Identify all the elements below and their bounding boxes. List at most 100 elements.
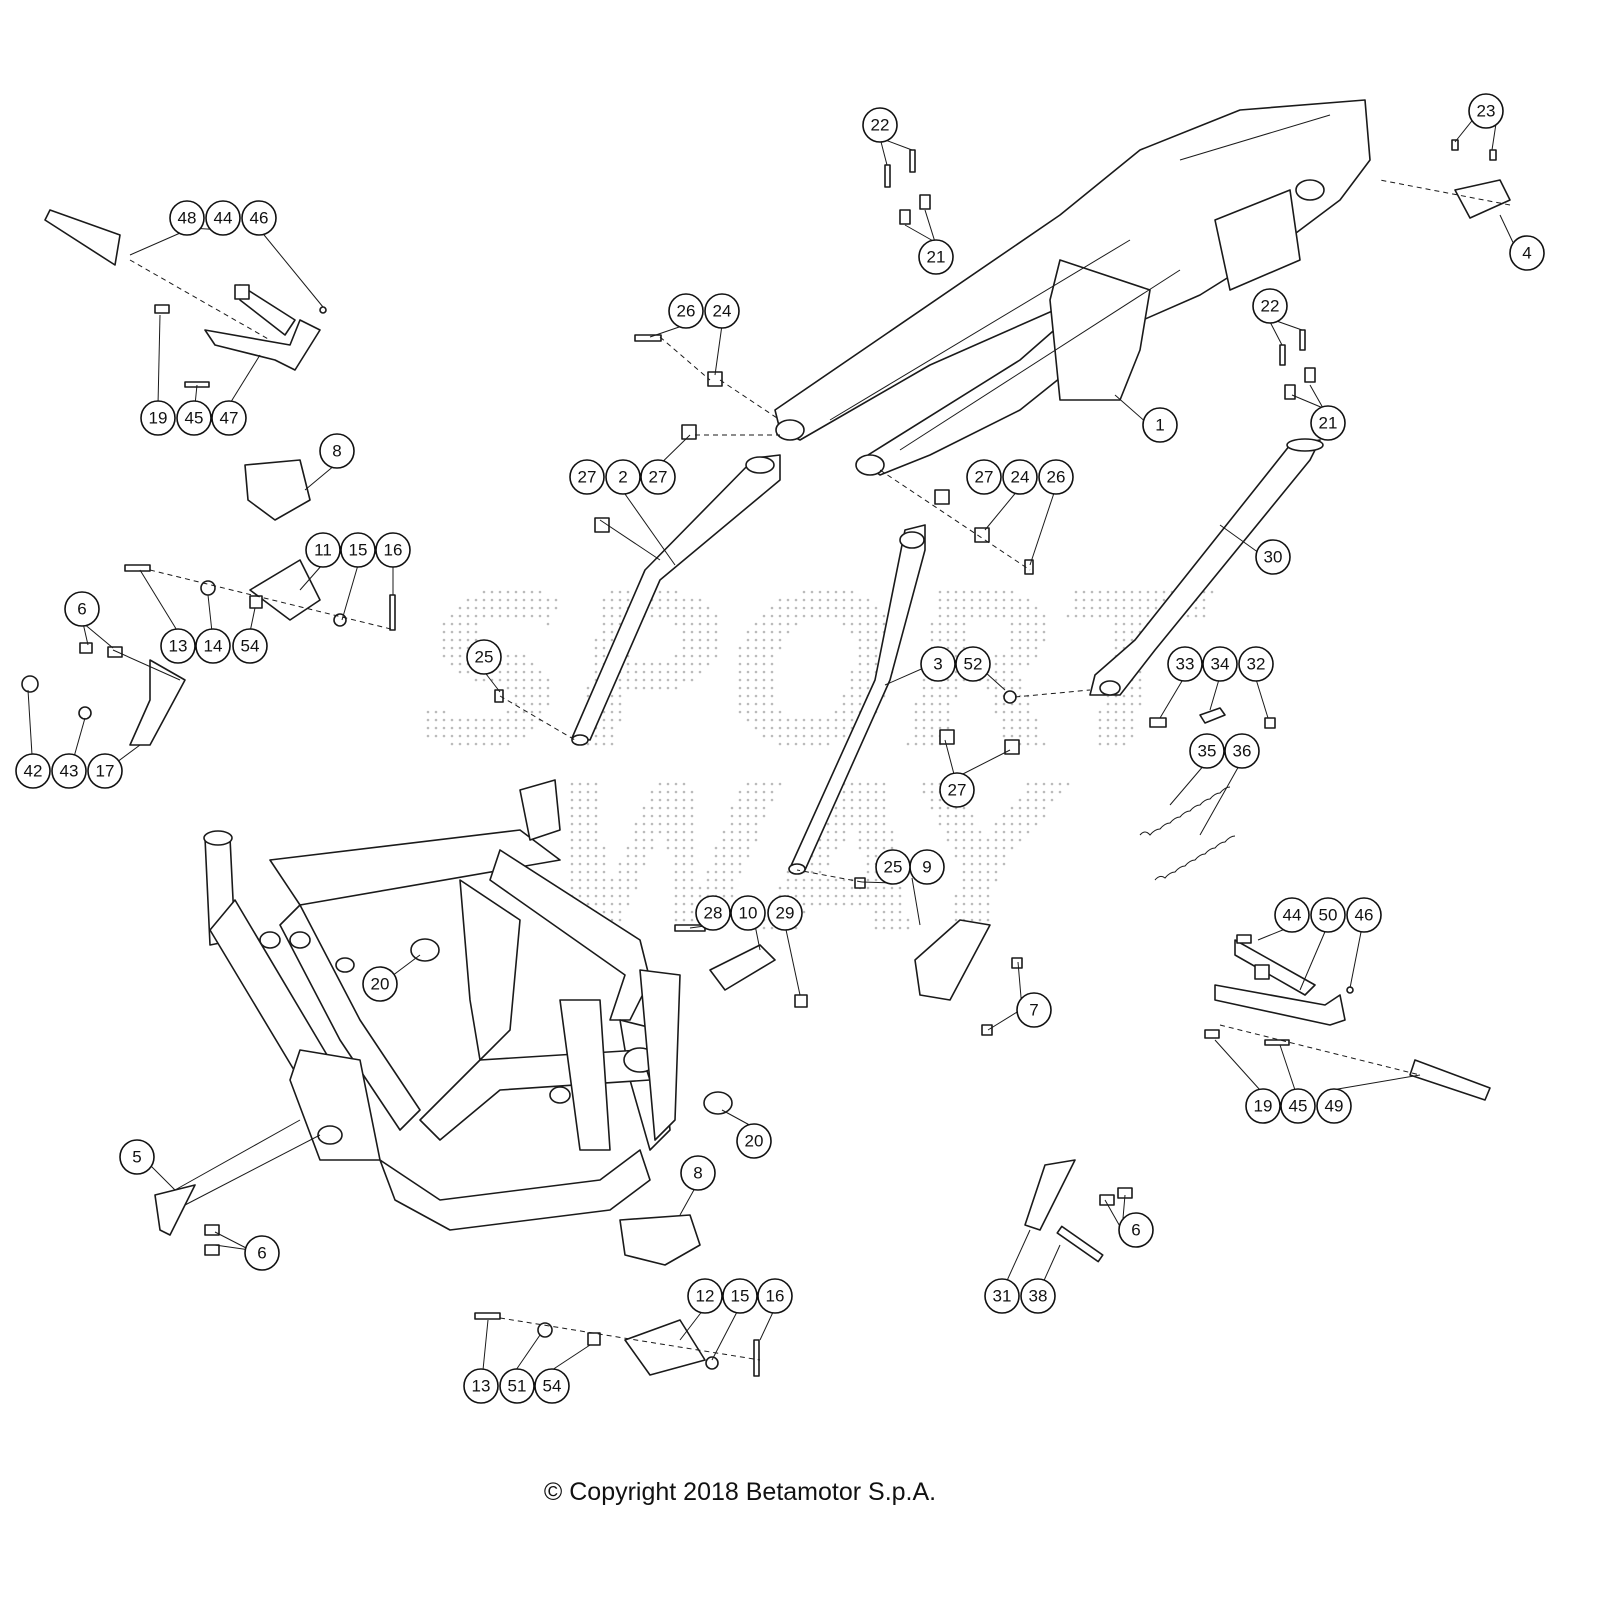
footpeg-top bbox=[249, 559, 321, 621]
callout-30: 30 bbox=[1255, 539, 1291, 575]
svg-text:3: 3 bbox=[933, 655, 942, 674]
svg-text:27: 27 bbox=[578, 468, 597, 487]
stay-left-top-mount bbox=[745, 456, 775, 474]
svg-text:51: 51 bbox=[508, 1377, 527, 1396]
callout-22-right: 22 bbox=[1252, 288, 1288, 324]
callout-27-center: 27 bbox=[640, 459, 676, 495]
callout-13-top: 13 bbox=[160, 628, 196, 664]
svg-text:25: 25 bbox=[475, 648, 494, 667]
subframe-stay-left bbox=[571, 454, 781, 741]
callout-15-bottom: 15 bbox=[722, 1278, 758, 1314]
svg-text:12: 12 bbox=[696, 1287, 715, 1306]
callout-15-top: 15 bbox=[340, 532, 376, 568]
svg-text:26: 26 bbox=[1047, 468, 1066, 487]
svg-text:8: 8 bbox=[693, 1164, 702, 1183]
svg-text:6: 6 bbox=[77, 600, 86, 619]
rear-left-footpeg-bracket bbox=[154, 1184, 196, 1236]
svg-text:46: 46 bbox=[1355, 906, 1374, 925]
svg-text:36: 36 bbox=[1233, 742, 1252, 761]
svg-text:22: 22 bbox=[1261, 297, 1280, 316]
callout-1: 1 bbox=[1142, 407, 1178, 443]
svg-text:23: 23 bbox=[1477, 102, 1496, 121]
left-passenger-peg-tube bbox=[44, 209, 121, 266]
callout-29: 29 bbox=[767, 895, 803, 931]
svg-text:47: 47 bbox=[220, 409, 239, 428]
copyright-notice: © Copyright 2018 Betamotor S.p.A. bbox=[543, 1478, 937, 1506]
svg-text:13: 13 bbox=[169, 637, 188, 656]
callout-26-top: 26 bbox=[668, 293, 704, 329]
chain-guide bbox=[914, 919, 991, 1001]
svg-text:22: 22 bbox=[871, 116, 890, 135]
callout-45-right: 45 bbox=[1280, 1088, 1316, 1124]
svg-text:10: 10 bbox=[739, 904, 758, 923]
hardware bbox=[21, 139, 1511, 1377]
callout-43: 43 bbox=[51, 753, 87, 789]
callout-10: 10 bbox=[730, 895, 766, 931]
rear-subframe bbox=[774, 99, 1371, 476]
svg-text:11: 11 bbox=[314, 541, 332, 560]
callout-13-bottom: 13 bbox=[463, 1368, 499, 1404]
svg-text:17: 17 bbox=[96, 762, 115, 781]
callout-27-mid: 27 bbox=[966, 459, 1002, 495]
callout-19-left: 19 bbox=[140, 400, 176, 436]
callout-47: 47 bbox=[211, 400, 247, 436]
callout-16-bottom: 16 bbox=[757, 1278, 793, 1314]
svg-text:52: 52 bbox=[964, 655, 983, 674]
frame-bush-right bbox=[703, 1091, 733, 1115]
svg-text:21: 21 bbox=[1319, 414, 1338, 433]
callout-25-left: 25 bbox=[466, 639, 502, 675]
svg-text:24: 24 bbox=[713, 302, 732, 321]
callout-32: 32 bbox=[1238, 646, 1274, 682]
callout-28: 28 bbox=[695, 895, 731, 931]
callout-25-right: 25 bbox=[875, 849, 911, 885]
callout-17: 17 bbox=[87, 753, 123, 789]
callout-9: 9 bbox=[909, 849, 945, 885]
svg-text:16: 16 bbox=[384, 541, 403, 560]
svg-text:2: 2 bbox=[618, 468, 627, 487]
svg-text:33: 33 bbox=[1176, 655, 1195, 674]
callout-54-top: 54 bbox=[232, 628, 268, 664]
svg-text:35: 35 bbox=[1198, 742, 1217, 761]
svg-text:49: 49 bbox=[1325, 1097, 1344, 1116]
callout-46-left: 46 bbox=[241, 200, 277, 236]
svg-text:7: 7 bbox=[1029, 1001, 1038, 1020]
svg-text:27: 27 bbox=[948, 781, 967, 800]
callout-6-rear-right: 6 bbox=[1118, 1212, 1154, 1248]
svg-text:19: 19 bbox=[1254, 1097, 1273, 1116]
right-passenger-peg-tube bbox=[1409, 1059, 1491, 1101]
svg-text:34: 34 bbox=[1211, 655, 1230, 674]
callout-24-top: 24 bbox=[704, 293, 740, 329]
svg-text:42: 42 bbox=[24, 762, 43, 781]
callout-34: 34 bbox=[1202, 646, 1238, 682]
stay-right-top-mount bbox=[899, 531, 925, 549]
stay-left-bottom-eye bbox=[571, 734, 589, 746]
chain-slider bbox=[709, 944, 776, 991]
svg-text:5: 5 bbox=[132, 1148, 141, 1167]
callout-5: 5 bbox=[119, 1139, 155, 1175]
svg-text:15: 15 bbox=[349, 541, 368, 560]
callout-3: 3 bbox=[920, 646, 956, 682]
main-frame bbox=[203, 779, 681, 1231]
svg-text:25: 25 bbox=[884, 858, 903, 877]
side-stand-pivot bbox=[1099, 680, 1121, 696]
callout-26-mid: 26 bbox=[1038, 459, 1074, 495]
leader-lines bbox=[27, 116, 1519, 1371]
side-stand-foot bbox=[1286, 438, 1324, 452]
right-passenger-peg-arm-upper bbox=[1234, 939, 1316, 996]
svg-text:27: 27 bbox=[975, 468, 994, 487]
svg-text:20: 20 bbox=[371, 975, 390, 994]
svg-text:48: 48 bbox=[178, 209, 197, 228]
svg-text:4: 4 bbox=[1522, 244, 1531, 263]
svg-text:54: 54 bbox=[543, 1377, 562, 1396]
callout-42: 42 bbox=[15, 753, 51, 789]
svg-text:44: 44 bbox=[214, 209, 233, 228]
callout-33: 33 bbox=[1167, 646, 1203, 682]
svg-text:38: 38 bbox=[1029, 1287, 1048, 1306]
svg-text:46: 46 bbox=[250, 209, 269, 228]
svg-text:13: 13 bbox=[472, 1377, 491, 1396]
callout-27-low: 27 bbox=[939, 772, 975, 808]
callout-8-top: 8 bbox=[319, 433, 355, 469]
callout-2: 2 bbox=[605, 459, 641, 495]
callout-14: 14 bbox=[195, 628, 231, 664]
